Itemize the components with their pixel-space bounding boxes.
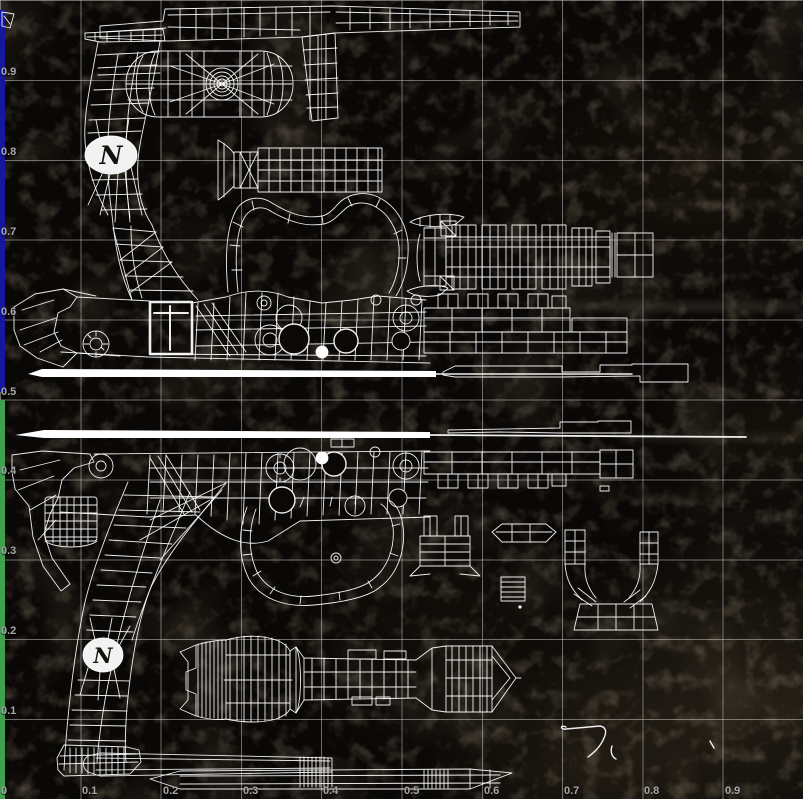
uv-island-barrel-tube[interactable] [217, 139, 383, 201]
shadow-streak [600, 486, 730, 500]
glow-streak [560, 301, 800, 312]
axis-tick-label: 0.8 [1, 146, 17, 158]
axis-tick-label: 0.7 [1, 226, 17, 238]
axis-tick-label: 0.5 [404, 785, 420, 797]
grip-medallion-monogram: N [92, 643, 113, 668]
axis-tick-label: 0.1 [1, 705, 17, 717]
axis-tick-label: 0.3 [1, 545, 17, 557]
axis-tick-label: 0.9 [725, 785, 741, 797]
uv-island-rear-bracket[interactable] [564, 529, 659, 631]
uv-island-barrel-shroud[interactable] [406, 213, 654, 297]
axis-tick-label: 0.7 [564, 785, 580, 797]
uv-island-grip-lower[interactable]: N [56, 481, 513, 790]
uv-island-frame-upper[interactable] [13, 288, 633, 377]
axis-tick-label: 0.3 [243, 785, 259, 797]
grip-medallion-monogram: N [99, 141, 124, 170]
uv-island-grip-upper[interactable]: N [84, 40, 199, 301]
uv-island-sight-wedge[interactable] [491, 523, 557, 543]
axis-tick-label: 0.4 [323, 785, 339, 797]
uv-island-top-strap[interactable] [84, 5, 521, 122]
uv-island-spring-plate[interactable] [500, 576, 526, 609]
left-edge-marker-blue [0, 10, 5, 392]
axis-tick-label: 0.9 [1, 66, 17, 78]
axis-tick-label: 0.1 [82, 785, 98, 797]
axis-tick-label: 0.5 [1, 386, 17, 398]
uv-island-cylinder-capsule[interactable] [125, 50, 294, 118]
axis-tick-label: 0.8 [644, 785, 660, 797]
uv-island-front-sight[interactable] [409, 515, 481, 577]
axis-tick-label: 0.2 [1, 625, 17, 637]
uv-island-top-rail-upper[interactable] [423, 293, 689, 383]
glow-streak [640, 200, 803, 209]
uv-island-frame-lower[interactable] [11, 420, 747, 592]
axis-tick-label: 0.4 [1, 465, 17, 477]
axis-tick-label: 0.2 [163, 785, 179, 797]
uv-island-trigger-guard-lower[interactable] [240, 495, 405, 606]
uv-island-trigger-guard-upper[interactable] [226, 193, 409, 297]
axis-tick-label: 0.6 [484, 785, 500, 797]
uv-island-magazine-box[interactable] [44, 496, 98, 548]
axis-tick-label: 0.6 [1, 306, 17, 318]
axis-tick-label: 0 [1, 785, 8, 797]
uv-island-muzzle-assembly[interactable] [179, 635, 522, 723]
corner-fragment[interactable] [1, 11, 15, 29]
left-edge-marker-green [0, 400, 5, 799]
stray-seam-curves[interactable] [560, 725, 715, 760]
